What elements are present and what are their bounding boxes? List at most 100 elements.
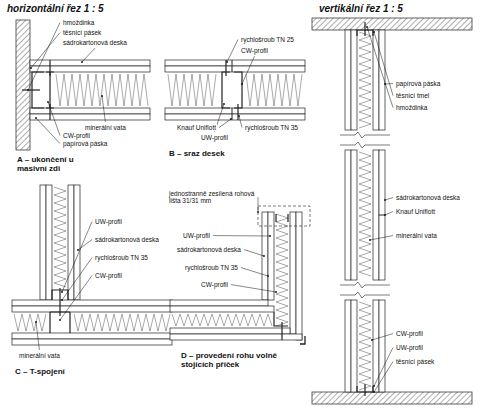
leader-dot (223, 103, 225, 105)
leader-dot (241, 83, 243, 85)
part-outline (379, 150, 385, 280)
part-label: CW-profil (94, 272, 123, 279)
part-label: CW-profil (240, 47, 269, 54)
leader-dot (373, 391, 375, 393)
leader-line (374, 362, 393, 392)
leader-dot (267, 275, 269, 277)
leader-dot (371, 339, 373, 341)
part-outline (12, 339, 172, 345)
mineral-wool (359, 152, 371, 276)
leader-line (372, 334, 393, 340)
leader-dot (30, 67, 32, 69)
leader-dot (59, 319, 61, 321)
leader-dot (275, 291, 277, 293)
leader-line (62, 258, 92, 300)
part-outline (12, 300, 172, 306)
detail-caption: D – provedení rohu volně stojících příče… (180, 352, 302, 370)
leader-line (102, 96, 105, 122)
leader-dot (61, 299, 63, 301)
leader-line (374, 32, 393, 96)
part-outline (351, 30, 357, 130)
part-outline (379, 300, 385, 392)
mineral-wool (74, 314, 170, 331)
part-outline (345, 150, 351, 280)
leader-dot (384, 83, 386, 85)
mineral-wool (54, 187, 66, 287)
part-label: rychlošroub TN 35 (244, 124, 299, 131)
part-label: CW-profil (62, 132, 91, 139)
leader-line (231, 285, 276, 292)
part-outline (170, 328, 290, 334)
part-label: hmoždinka (395, 104, 428, 111)
part-outline (312, 392, 472, 404)
part-outline (262, 212, 268, 300)
part-outline (12, 333, 172, 339)
leader-dot (366, 26, 368, 28)
part-line (46, 72, 54, 108)
part-line (340, 292, 390, 298)
part-outline (170, 306, 274, 312)
part-label: sádrokartonová deska (176, 246, 242, 253)
part-outline (30, 114, 150, 120)
leader-dot (263, 255, 265, 257)
leader-dot (27, 89, 29, 91)
leader-dot (238, 115, 240, 117)
leader-line (244, 250, 264, 256)
leader-dot (384, 199, 386, 201)
part-outline (170, 300, 268, 306)
part-outline (68, 185, 74, 300)
part-label: UW-profil (94, 218, 123, 225)
mineral-wool (246, 74, 302, 106)
leader-line (258, 197, 259, 212)
leader-line (227, 40, 238, 62)
mineral-wool (168, 74, 216, 106)
part-label: CW-profil (395, 330, 424, 337)
leader-dot (47, 101, 49, 103)
part-label: hmoždinka (62, 19, 95, 26)
part-label: minerální vata (18, 352, 61, 359)
leader-line (370, 236, 393, 240)
mineral-wool (359, 302, 371, 390)
leader-line (385, 198, 393, 200)
part-line (22, 89, 40, 90)
leader-line (385, 83, 393, 84)
leader-line (36, 322, 39, 350)
leader-dot (373, 385, 375, 387)
part-label: Knauf Uniflott (395, 208, 436, 215)
part-outline (16, 20, 30, 150)
part-line (49, 60, 50, 76)
part-line (274, 312, 288, 326)
leader-line (239, 116, 242, 128)
mineral-wool (359, 32, 371, 128)
part-outline (74, 185, 80, 300)
part-line (59, 288, 60, 316)
part-label: těsnící tmel (395, 92, 430, 99)
part-label: sádrokartonová deska (395, 194, 461, 201)
leader-line (60, 276, 92, 320)
section-title: vertikální řez 1 : 5 (318, 3, 404, 14)
part-outline (165, 114, 305, 120)
part-label: rychlošroub TN 35 (184, 264, 239, 271)
part-outline (345, 30, 351, 130)
leader-dot (35, 117, 37, 119)
leader-dot (369, 239, 371, 241)
mineral-wool (172, 314, 272, 326)
leader-line (219, 119, 231, 128)
part-line (379, 215, 385, 216)
leader-line (82, 48, 95, 62)
leader-dot (81, 61, 83, 63)
part-outline (40, 185, 46, 300)
leader-dot (257, 211, 259, 213)
part-label: jednostranně zesílená rohová lišta 31/31… (168, 190, 256, 204)
leader-line (213, 235, 270, 236)
detail-caption: C – T-spojení (14, 368, 66, 377)
part-outline (351, 300, 357, 392)
detail-caption: B – sraz desek (168, 150, 226, 159)
part-label: minerální vata (84, 124, 127, 131)
part-outline (46, 185, 52, 300)
mineral-wool (56, 74, 148, 106)
part-outline (12, 306, 172, 312)
part-line (232, 60, 233, 120)
leader-line (78, 240, 92, 250)
part-outline (351, 150, 357, 280)
